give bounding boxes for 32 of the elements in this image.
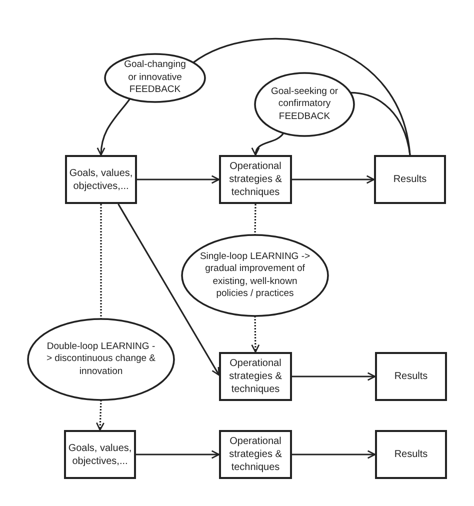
box-label: Goals, values, objectives,...: [69, 166, 133, 192]
arrow: [136, 450, 220, 459]
oval-label: Double-loop LEARNING -> discontinuous change & innovation: [45, 340, 157, 378]
box-label: Goals, values, objectives,...: [68, 442, 132, 468]
process-box: [219, 430, 292, 479]
oval-label: Goal-seeking or confirmatory FEEDBACK: [270, 86, 340, 124]
oval-label: Single-loop LEARNING -> gradual improvement of existing, well-known policies / practices: [199, 250, 311, 300]
dotted-connector: [254, 204, 256, 236]
process-box: [65, 155, 137, 204]
arrow: [292, 175, 375, 184]
box-label: Operational strategies & techniques: [228, 435, 283, 474]
box-label: Results: [394, 448, 428, 461]
arrow: [137, 175, 220, 184]
arrow: [118, 204, 220, 376]
arrow: [292, 372, 376, 381]
process-box: [64, 430, 136, 479]
process-box: [219, 155, 292, 204]
box-label: Operational strategies & techniques: [228, 160, 283, 199]
dotted-connector: [100, 204, 102, 319]
box-label: Results: [394, 370, 428, 383]
dotted-connector: [251, 316, 260, 353]
dotted-connector: [96, 400, 105, 431]
arrow: [97, 98, 131, 156]
process-box: [219, 352, 292, 401]
process-box: [375, 352, 447, 401]
box-label: Results: [393, 173, 427, 186]
box-label: Operational strategies & techniques: [228, 357, 283, 396]
arrow: [292, 450, 376, 459]
process-box: [375, 430, 447, 479]
arrow: [252, 132, 284, 156]
process-box: [374, 155, 446, 204]
oval-label: Goal-changing or innovative FEEDBACK: [123, 59, 187, 97]
